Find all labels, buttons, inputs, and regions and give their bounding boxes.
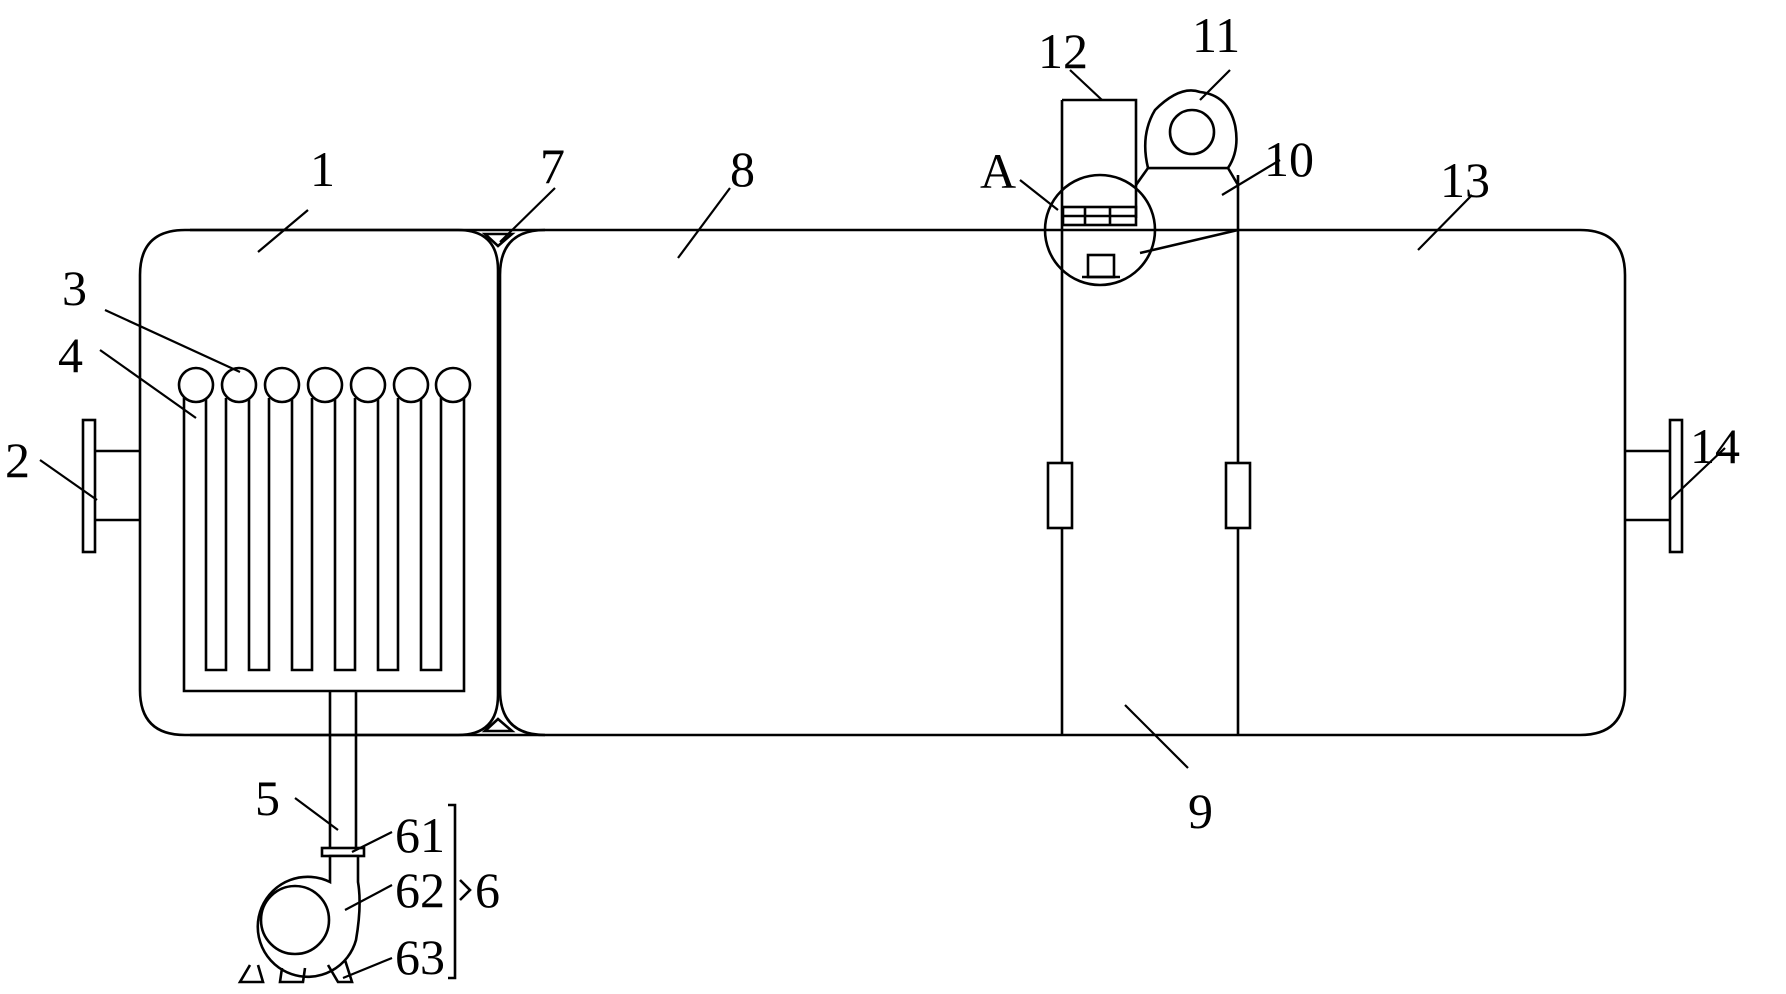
label-7: 7 [540, 138, 565, 194]
leader-12 [1069, 69, 1103, 101]
label-2: 2 [5, 432, 30, 488]
label-61: 61 [395, 807, 445, 863]
leader-62 [344, 884, 393, 911]
reference-labels: 1 7 8 3 4 2 14 13 9 12 11 10 A 5 61 62 6… [5, 7, 1740, 985]
leader-lines [39, 69, 1726, 980]
chamber-8-edge [498, 228, 546, 737]
leader-4 [99, 349, 197, 419]
housing [138, 228, 1627, 737]
label-14: 14 [1690, 418, 1740, 474]
label-8: 8 [730, 141, 755, 197]
label-5: 5 [255, 770, 280, 826]
leader-2 [39, 459, 98, 501]
leader-a [1019, 179, 1059, 211]
label-6: 6 [475, 862, 500, 918]
pipe-5 [328, 691, 358, 848]
inlet-flange-2 [81, 418, 140, 554]
label-10: 10 [1264, 131, 1314, 187]
label-62: 62 [395, 862, 445, 918]
label-3: 3 [62, 260, 87, 316]
label-9: 9 [1188, 783, 1213, 839]
fan-11 [1143, 89, 1238, 170]
filter-tube [290, 398, 314, 672]
impeller-circle [259, 884, 331, 956]
chamber-1 [190, 228, 500, 737]
nozzle [392, 366, 430, 404]
leader-10 [1221, 159, 1281, 196]
label-13: 13 [1440, 152, 1490, 208]
leader-9 [1124, 704, 1189, 769]
window-left [1046, 461, 1074, 530]
label-a: A [980, 143, 1016, 199]
detail-a [1043, 173, 1157, 287]
leader-14 [1669, 447, 1726, 501]
blower-feet-63 [237, 959, 354, 984]
leader-3 [104, 309, 241, 373]
nozzle-row-3 [177, 366, 472, 404]
filter-tube [333, 398, 357, 672]
filter-tube [204, 398, 228, 672]
label-1: 1 [310, 141, 335, 197]
leader-13 [1417, 194, 1473, 251]
box-12 [1062, 98, 1138, 218]
connector-7 [481, 232, 516, 733]
window-right [1224, 461, 1252, 530]
filter-tube [376, 398, 400, 672]
leader-5 [294, 797, 339, 831]
leader-11 [1199, 69, 1231, 101]
nozzle [220, 366, 258, 404]
brace-6 [448, 803, 472, 980]
label-4: 4 [58, 327, 83, 383]
detail-a-circle [1043, 173, 1157, 287]
blower-6 [237, 846, 366, 984]
leader-8 [677, 187, 731, 259]
leader-7 [499, 187, 556, 243]
nozzle [263, 366, 301, 404]
leader-1 [257, 209, 309, 253]
filter-tubes [204, 398, 443, 672]
nozzle [434, 366, 472, 404]
label-11: 11 [1192, 7, 1240, 63]
filter-tube [247, 398, 271, 672]
label-12: 12 [1038, 23, 1088, 79]
nozzle [349, 366, 387, 404]
filter-tube [419, 398, 443, 672]
leader-63 [342, 956, 393, 980]
blower-housing-62 [256, 854, 361, 979]
chamber-9 [1046, 100, 1252, 735]
nozzle [306, 366, 344, 404]
nozzle [177, 366, 215, 404]
leader-61 [351, 831, 393, 853]
filter-element-4 [182, 398, 466, 693]
outlet-flange-14 [1625, 418, 1684, 554]
label-63: 63 [395, 929, 445, 985]
